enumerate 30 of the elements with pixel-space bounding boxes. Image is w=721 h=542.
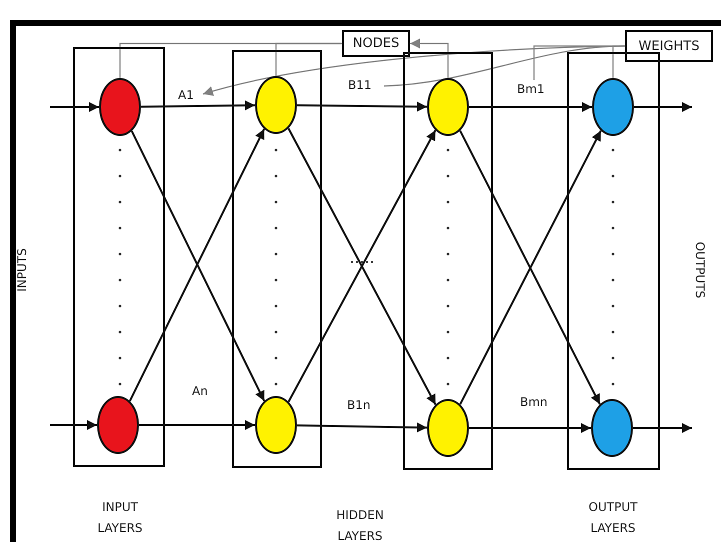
arrow [634,102,692,112]
arrow [296,422,428,432]
arrow [50,102,99,112]
label-box: WEIGHTS [625,30,713,62]
leader-line [533,45,625,80]
layer-caption: HIDDEN LAYERS [335,507,385,542]
leader-line [410,38,449,78]
arrow [296,102,428,112]
layer-caption: OUTPUT LAYERS [588,499,638,537]
arrow [469,423,591,433]
neuron-circle [97,396,139,454]
arrow [139,420,255,430]
neuron-circle [99,78,141,136]
neuron-circle [255,76,297,134]
arrow [633,423,692,433]
neuron-circle [427,78,469,136]
label-box: NODES [342,30,410,57]
neuron-circle [591,399,633,457]
neuron-circle [592,78,634,136]
neuron-circle [255,396,297,454]
arrow [469,102,592,112]
arrow [140,100,256,110]
neuron-circle [427,399,469,457]
side-label: INPUTS [14,247,30,294]
arrow [50,420,97,430]
layer-box [403,52,493,470]
layer-box [232,50,322,468]
layer-caption: INPUT LAYERS [96,499,144,537]
leader-line [275,42,342,76]
side-label: OUTPUTS [692,240,708,300]
